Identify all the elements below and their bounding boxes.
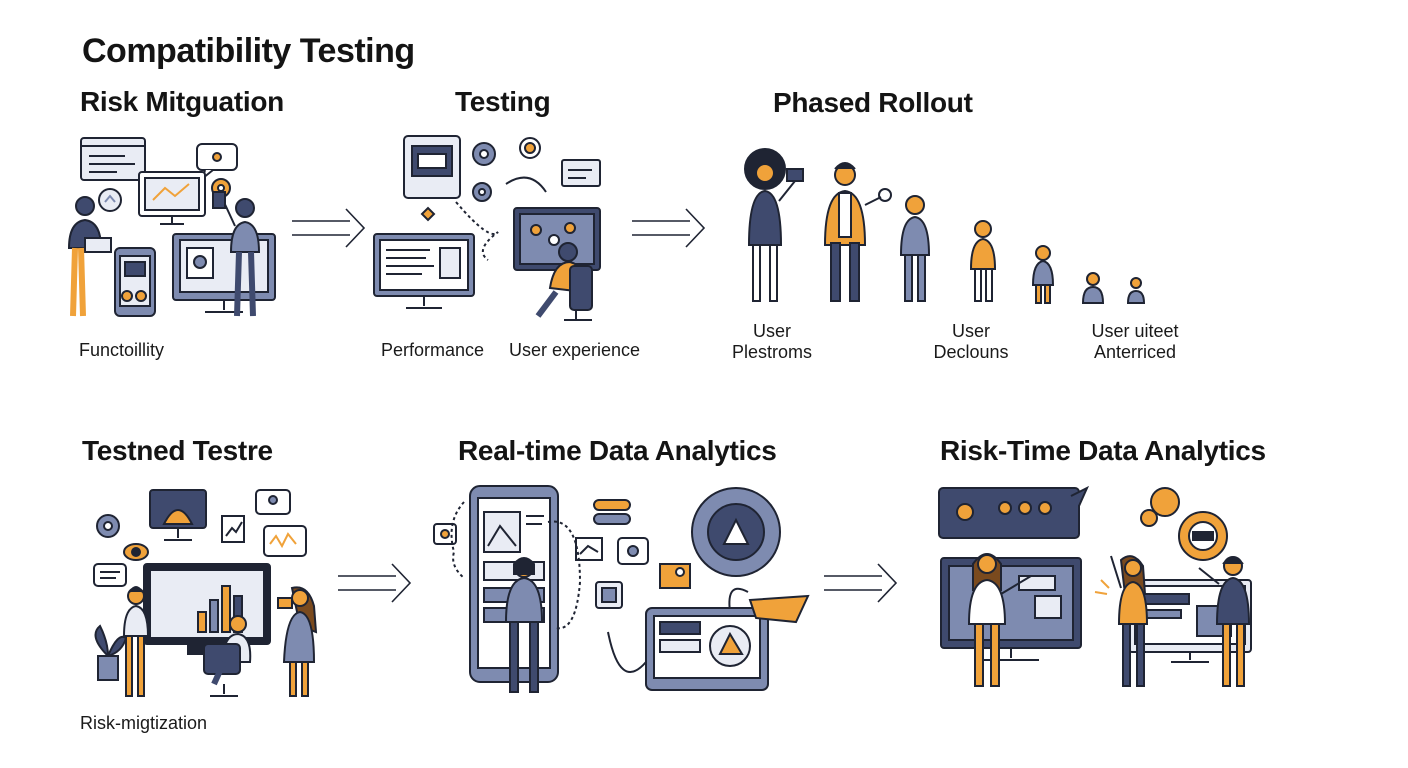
arrow-right-icon: [292, 208, 366, 248]
rollout-label-2-line2: Declouns: [933, 342, 1009, 362]
person-icon: [67, 196, 112, 317]
eye-icon: [123, 543, 149, 561]
lightbulb-icon: [1140, 487, 1180, 527]
section-title-risk-time-data-analytics: Risk-Time Data Analytics: [940, 435, 1266, 466]
controller-icon: [617, 537, 649, 565]
section-title-testned-testre: Testned Testre: [82, 435, 273, 466]
person-icon: [203, 615, 252, 697]
person-icon: [969, 220, 997, 302]
person-icon: [1031, 245, 1055, 304]
arrow-right-icon: [632, 208, 706, 248]
person-icon: [823, 162, 892, 302]
chart-icon: [221, 515, 245, 543]
person-icon: [535, 242, 593, 321]
monitor-icon: [513, 207, 601, 271]
toggle-icon: [593, 499, 631, 525]
target-icon: [659, 563, 691, 589]
person-icon: [1198, 556, 1251, 687]
rollout-label-1-line1: User: [752, 321, 791, 341]
person-icon: [1110, 555, 1149, 687]
chat-bubble-icon: [938, 485, 1090, 539]
testned-testre-illustration: [93, 489, 318, 697]
caption-user-experience: User experience: [509, 340, 641, 360]
caption-functionality: Functoillity: [79, 340, 165, 360]
caption-performance: Performance: [381, 340, 485, 360]
gear-icon: [691, 487, 781, 577]
rollout-label-3: User uiteet Anterriced: [1070, 321, 1200, 363]
smartphone-icon: [114, 247, 156, 317]
chat-bubble-icon: [93, 563, 127, 587]
chat-bubble-icon: [255, 489, 291, 515]
rollout-label-3-line1: User uiteet: [1091, 321, 1179, 341]
person-icon: [744, 148, 804, 302]
risk-mitigation-illustration: [67, 137, 276, 317]
gear-icon: [1178, 511, 1228, 561]
person-icon: [504, 557, 544, 693]
phased-rollout-illustration: [744, 148, 1146, 304]
gear-icon: [472, 182, 492, 202]
chip-icon: [595, 581, 623, 609]
person-icon: [277, 586, 318, 697]
browser-window-icon: [561, 159, 601, 187]
plant-icon: [94, 624, 128, 681]
chat-bubble-icon: [433, 523, 457, 545]
browser-window-icon: [80, 137, 146, 181]
gear-icon: [96, 514, 120, 538]
rollout-label-3-line2: Anterriced: [1093, 342, 1177, 362]
person-icon: [122, 586, 150, 697]
monitor-icon: [149, 489, 207, 541]
person-icon: [967, 553, 1032, 687]
large-monitor-icon: [143, 563, 271, 655]
testing-illustration: [373, 135, 601, 321]
tablet-icon: [403, 135, 461, 199]
magnifier-icon: [98, 188, 122, 212]
page-title: Compatibility Testing: [82, 32, 415, 70]
rollout-label-1-line2: Plestroms: [731, 342, 812, 362]
rollout-label-1: User Plestroms: [712, 321, 832, 363]
section-title-risk-mitigation: Risk Mitguation: [80, 86, 284, 117]
monitor-icon: [373, 233, 475, 309]
rollout-label-2-line1: User: [951, 321, 990, 341]
arrow-right-icon: [824, 563, 898, 603]
lightbulb-icon: [519, 137, 541, 159]
rollout-label-2: User Declouns: [911, 321, 1031, 363]
chat-bubble-icon: [196, 143, 238, 181]
section-title-testing: Testing: [455, 86, 551, 117]
gear-icon: [472, 142, 496, 166]
monitor-icon: [138, 171, 206, 225]
puzzle-icon: [420, 206, 436, 222]
caption-risk-migtization: Risk-migtization: [80, 713, 208, 733]
section-title-phased-rollout: Phased Rollout: [773, 87, 973, 118]
chat-bubble-icon: [263, 525, 307, 557]
real-time-analytics-illustration: [433, 485, 810, 693]
chart-icon: [575, 537, 603, 561]
person-icon: [1126, 277, 1146, 304]
tablet-icon: [645, 607, 769, 691]
person-icon: [899, 195, 931, 302]
risk-time-analytics-illustration: [938, 485, 1252, 687]
arrow-right-icon: [338, 563, 412, 603]
person-icon: [212, 191, 261, 317]
large-monitor-icon: [940, 557, 1082, 661]
person-icon: [1081, 272, 1105, 304]
section-title-real-time-data-analytics: Real-time Data Analytics: [458, 435, 777, 466]
